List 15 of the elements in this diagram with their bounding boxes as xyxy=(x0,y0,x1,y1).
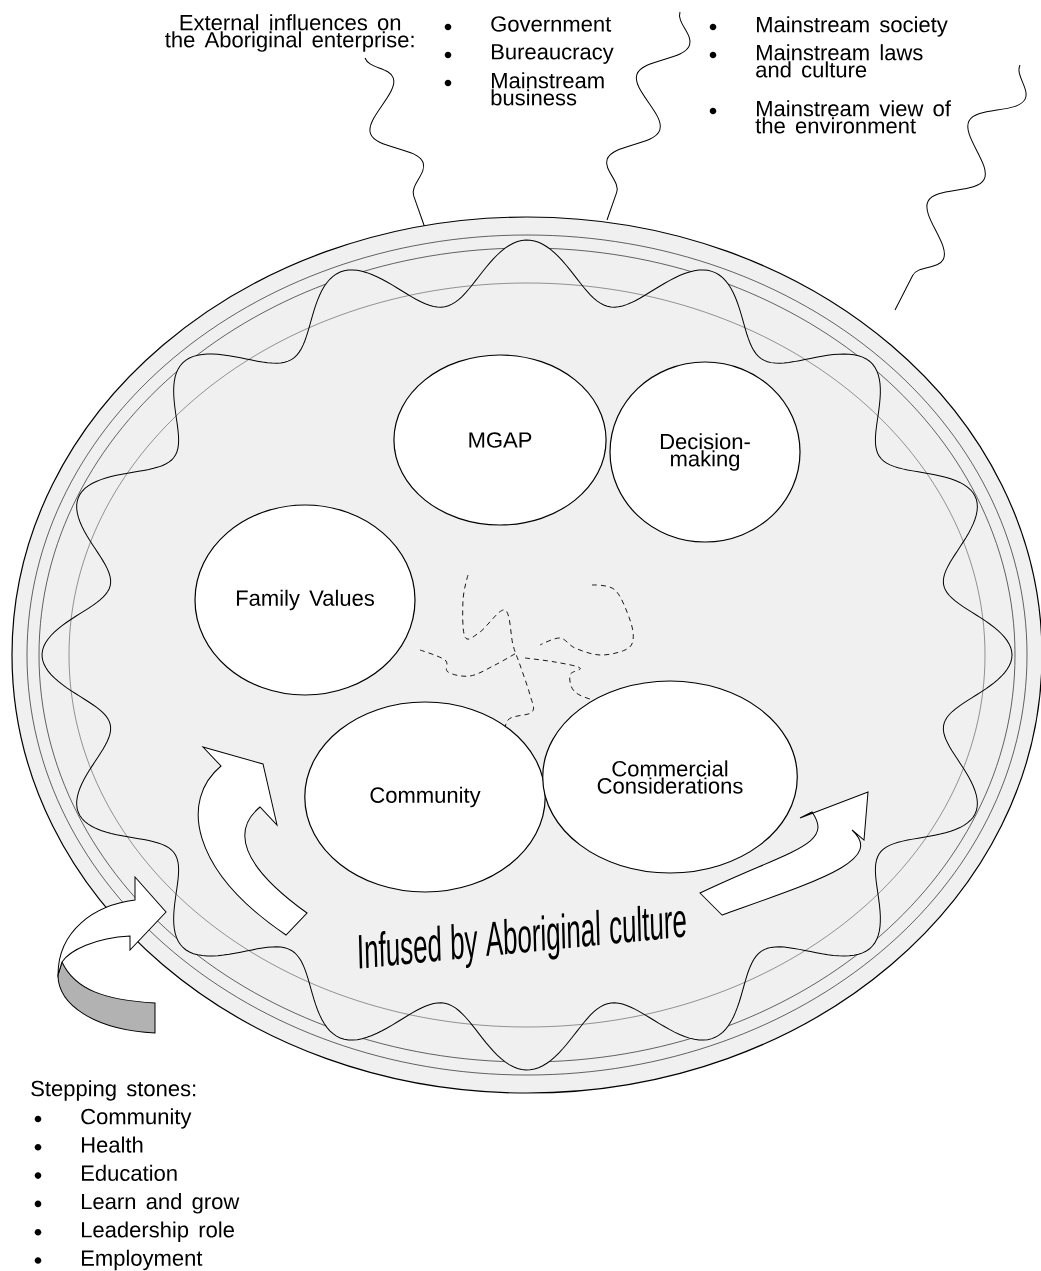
list-text: Mainstream view of the environment xyxy=(755,100,951,134)
list-text: Community xyxy=(81,1108,192,1129)
list-text: Employment xyxy=(82,1249,203,1271)
list-text: Education xyxy=(82,1164,177,1181)
list-text: Leadership role xyxy=(82,1221,234,1242)
list-text: Mainstream laws and culture xyxy=(756,44,923,78)
list-text: Health xyxy=(82,1136,143,1153)
list-text: Bureaucracy xyxy=(492,44,614,64)
banner-text: Infused by Aboriginal culture xyxy=(358,905,686,969)
list-text: Mainstream business xyxy=(491,72,604,106)
list-text: Stepping stones: xyxy=(31,1080,196,1101)
list-text: Learn and grow xyxy=(82,1193,240,1214)
list-text: Mainstream society xyxy=(757,16,948,37)
list-text: External influences on the Aboriginal enterprise: xyxy=(165,14,414,52)
list-text: Government xyxy=(491,16,612,32)
